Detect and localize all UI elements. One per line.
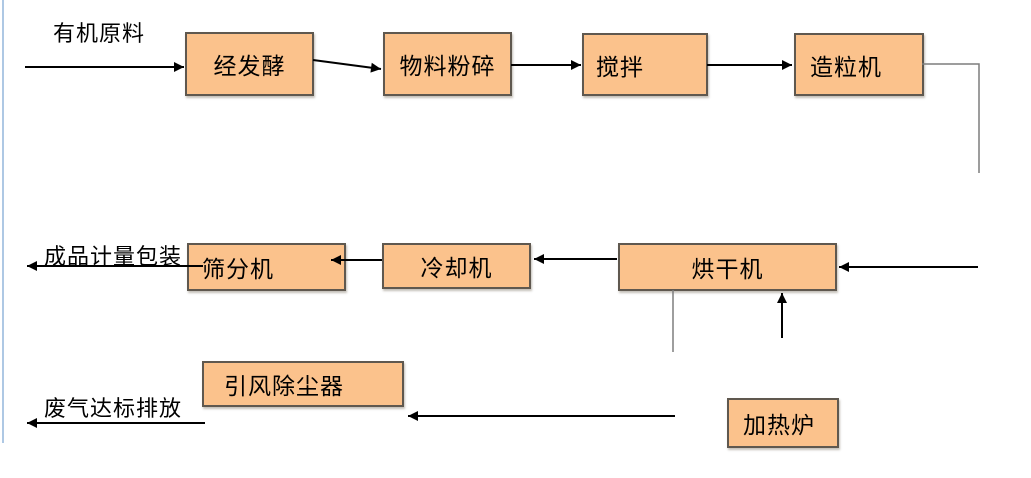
process-box-heating-furnace: 加热炉 <box>727 398 839 448</box>
label-exhaust-discharge: 废气达标排放 <box>44 396 183 421</box>
label-raw-material: 有机原料 <box>53 21 146 46</box>
process-box-mixing-label: 搅拌 <box>596 54 644 80</box>
process-box-cooler-label: 冷却机 <box>420 256 493 281</box>
process-box-dust-collector-label: 引风除尘器 <box>224 374 344 399</box>
process-box-material-crushing-label: 物料粉碎 <box>399 54 496 79</box>
process-box-material-crushing: 物料粉碎 <box>383 32 512 96</box>
connector-granulator-elbow <box>922 63 980 173</box>
process-box-heating-furnace-label: 加热炉 <box>743 413 815 438</box>
process-box-granulator-label: 造粒机 <box>810 54 882 80</box>
process-box-dust-collector: 引风除尘器 <box>202 361 404 407</box>
process-box-screener-label: 筛分机 <box>202 257 274 282</box>
process-box-screener: 筛分机 <box>187 243 346 291</box>
process-box-dryer-label: 烘干机 <box>691 257 764 282</box>
process-box-fermentation-label: 经发酵 <box>213 54 286 79</box>
process-box-granulator: 造粒机 <box>794 33 924 96</box>
process-box-fermentation: 经发酵 <box>185 32 314 96</box>
arrow-fermentation-to-crushing <box>312 59 382 73</box>
label-finished-product-packaging: 成品计量包装 <box>44 244 183 269</box>
process-box-mixing: 搅拌 <box>582 33 708 96</box>
page-edge-line <box>2 0 4 443</box>
process-box-dryer: 烘干机 <box>618 243 837 291</box>
process-box-cooler: 冷却机 <box>382 243 531 289</box>
